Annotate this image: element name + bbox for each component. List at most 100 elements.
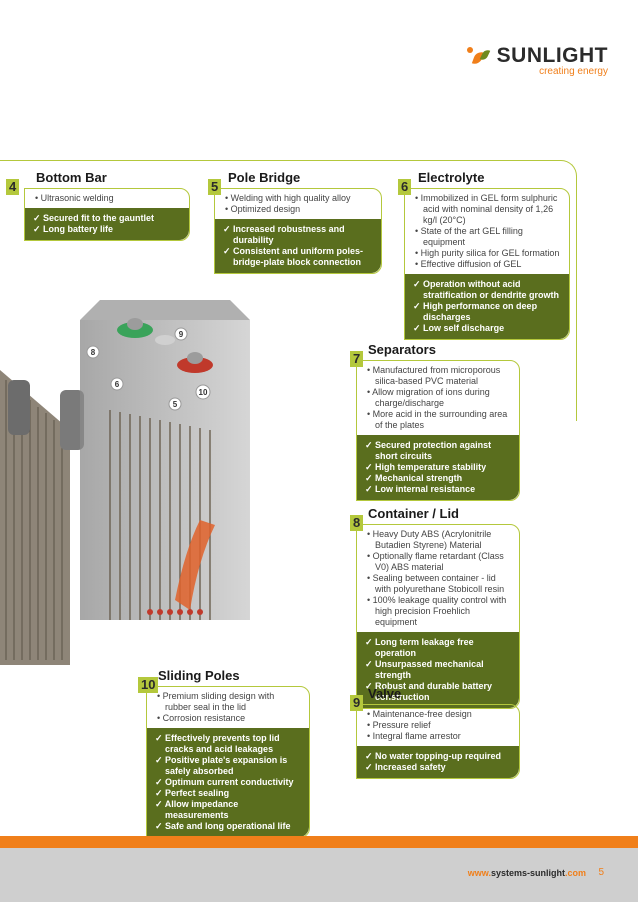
- benefit-list: ✓ Operation without acid stratification …: [405, 274, 569, 339]
- section-title: Valve: [368, 686, 402, 701]
- website-link[interactable]: www.systems-sunlight.com: [467, 868, 586, 878]
- benefit-item: ✓ Low self discharge: [413, 323, 505, 333]
- feature-item: • Allow migration of ions during charge/…: [367, 387, 490, 408]
- frame-top-line: [0, 160, 560, 161]
- benefit-item: ✓ Optimum current conductivity: [155, 777, 294, 787]
- benefit-item: ✓ Safe and long operational life: [155, 821, 291, 831]
- benefit-list: ✓ Secured fit to the gauntlet ✓ Long bat…: [25, 208, 189, 240]
- section-valve: 9 Valve • Maintenance-free design • Pres…: [350, 686, 520, 779]
- section-box: • Ultrasonic welding ✓ Secured fit to th…: [24, 188, 190, 241]
- section-title: Pole Bridge: [228, 170, 301, 185]
- feature-item: • Sealing between container - lid with p…: [367, 573, 505, 594]
- benefit-item: ✓ High performance on deep discharges: [413, 301, 538, 322]
- section-bottom-bar: 4 Bottom Bar • Ultrasonic welding ✓ Secu…: [6, 170, 190, 241]
- callout-6: 6: [110, 377, 124, 391]
- feature-item: • Pressure relief: [367, 720, 431, 730]
- brand-tagline: creating energy: [539, 66, 608, 77]
- section-title: Sliding Poles: [158, 668, 240, 683]
- benefit-list: ✓ Effectively prevents top lid cracks an…: [147, 728, 309, 837]
- section-box: • Welding with high quality alloy • Opti…: [214, 188, 382, 274]
- benefit-item: ✓ Robust and durable battery constructio…: [365, 681, 493, 702]
- feature-item: • Immobilized in GEL form sulphuric acid…: [415, 193, 558, 225]
- benefit-item: ✓ Low internal resistance: [365, 484, 476, 494]
- brand-logo: SUNLIGHT creating energy: [465, 44, 608, 77]
- footer-accent-bar: [0, 836, 638, 848]
- section-title: Bottom Bar: [36, 170, 107, 185]
- callout-9: 9: [174, 327, 188, 341]
- feature-list: • Ultrasonic welding: [25, 189, 189, 208]
- callout-5: 5: [168, 397, 182, 411]
- brand-name: SUNLIGHT: [496, 44, 608, 67]
- feature-list: • Heavy Duty ABS (Acrylonitrile Butadien…: [357, 525, 519, 632]
- benefit-list: ✓ Secured protection against short circu…: [357, 435, 519, 500]
- benefit-item: ✓ Allow impedance measurements: [155, 799, 239, 820]
- svg-text:10: 10: [199, 388, 208, 397]
- benefit-list: ✓ Long term leakage free operation ✓ Uns…: [357, 632, 519, 708]
- benefit-item: ✓ Increased robustness and durability: [223, 224, 345, 245]
- feature-list: • Welding with high quality alloy • Opti…: [215, 189, 381, 219]
- battery-cutaway-illustration: 8 6 9 5 10: [0, 300, 250, 665]
- section-pole-bridge: 5 Pole Bridge • Welding with high qualit…: [208, 170, 382, 274]
- section-number: 7: [350, 351, 364, 367]
- section-title: Separators: [368, 342, 436, 357]
- svg-text:9: 9: [179, 330, 184, 339]
- feature-item: • Manufactured from microporous silica-b…: [367, 365, 501, 386]
- feature-item: • State of the art GEL filling equipment: [415, 226, 523, 247]
- benefit-item: ✓ Long term leakage free operation: [365, 637, 474, 658]
- benefit-item: ✓ High temperature stability: [365, 462, 487, 472]
- feature-list: • Manufactured from microporous silica-b…: [357, 361, 519, 435]
- feature-item: • Corrosion resistance: [157, 713, 246, 723]
- feature-item: • Welding with high quality alloy: [225, 193, 351, 203]
- feature-list: • Premium sliding design with rubber sea…: [147, 687, 309, 728]
- benefit-item: ✓ Mechanical strength: [365, 473, 463, 483]
- feature-item: • Heavy Duty ABS (Acrylonitrile Butadien…: [367, 529, 492, 550]
- feature-item: • Integral flame arrestor: [367, 731, 461, 741]
- page-number: 5: [598, 867, 604, 878]
- callout-8: 8: [86, 345, 100, 359]
- feature-item: • High purity silica for GEL formation: [415, 248, 560, 258]
- section-separators: 7 Separators • Manufactured from micropo…: [350, 342, 520, 501]
- section-title: Electrolyte: [418, 170, 485, 185]
- feature-item: • Optionally flame retardant (Class V0) …: [367, 551, 504, 572]
- benefit-item: ✓ No water topping-up required: [365, 751, 502, 761]
- feature-list: • Maintenance-free design • Pressure rel…: [357, 705, 519, 746]
- feature-item: • Premium sliding design with rubber sea…: [157, 691, 275, 712]
- section-box: • Manufactured from microporous silica-b…: [356, 360, 520, 501]
- benefit-item: ✓ Long battery life: [33, 224, 114, 234]
- section-number: 5: [208, 179, 222, 195]
- valve-plug: [155, 335, 175, 345]
- benefit-item: ✓ Secured fit to the gauntlet: [33, 213, 155, 223]
- benefit-item: ✓ Effectively prevents top lid cracks an…: [155, 733, 280, 754]
- section-number: 10: [138, 677, 159, 693]
- section-electrolyte: 6 Electrolyte • Immobilized in GEL form …: [398, 170, 570, 340]
- terminal-negative: [177, 352, 213, 373]
- feature-item: • Ultrasonic welding: [35, 193, 114, 203]
- feature-item: • More acid in the surrounding area of t…: [367, 409, 508, 430]
- benefit-list: ✓ Increased robustness and durability ✓ …: [215, 219, 381, 273]
- benefit-item: ✓ Positive plate's expansion is safely a…: [155, 755, 288, 776]
- benefit-item: ✓ Unsurpassed mechanical strength: [365, 659, 484, 680]
- benefit-item: ✓ Perfect sealing: [155, 788, 230, 798]
- benefit-item: ✓ Operation without acid stratification …: [413, 279, 560, 300]
- section-title: Container / Lid: [368, 506, 459, 521]
- section-box: • Heavy Duty ABS (Acrylonitrile Butadien…: [356, 524, 520, 709]
- section-sliding-poles: 10 Sliding Poles • Premium sliding desig…: [138, 668, 310, 838]
- plate-stack-rear: [0, 370, 84, 665]
- callout-10: 10: [195, 384, 211, 400]
- svg-text:6: 6: [115, 380, 120, 389]
- benefit-item: ✓ Consistent and uniform poles-bridge-pl…: [223, 246, 364, 267]
- feature-item: • Maintenance-free design: [367, 709, 472, 719]
- svg-text:5: 5: [173, 400, 178, 409]
- benefit-list: ✓ No water topping-up required ✓ Increas…: [357, 746, 519, 778]
- feature-item: • Effective diffusion of GEL: [415, 259, 522, 269]
- section-number: 8: [350, 515, 364, 531]
- battery-case: [80, 300, 250, 620]
- section-number: 4: [6, 179, 20, 195]
- footer: [0, 848, 638, 902]
- section-number: 9: [350, 695, 364, 711]
- section-box: • Immobilized in GEL form sulphuric acid…: [404, 188, 570, 340]
- section-number: 6: [398, 179, 412, 195]
- svg-text:8: 8: [91, 348, 96, 357]
- benefit-item: ✓ Secured protection against short circu…: [365, 440, 492, 461]
- section-box: • Maintenance-free design • Pressure rel…: [356, 704, 520, 779]
